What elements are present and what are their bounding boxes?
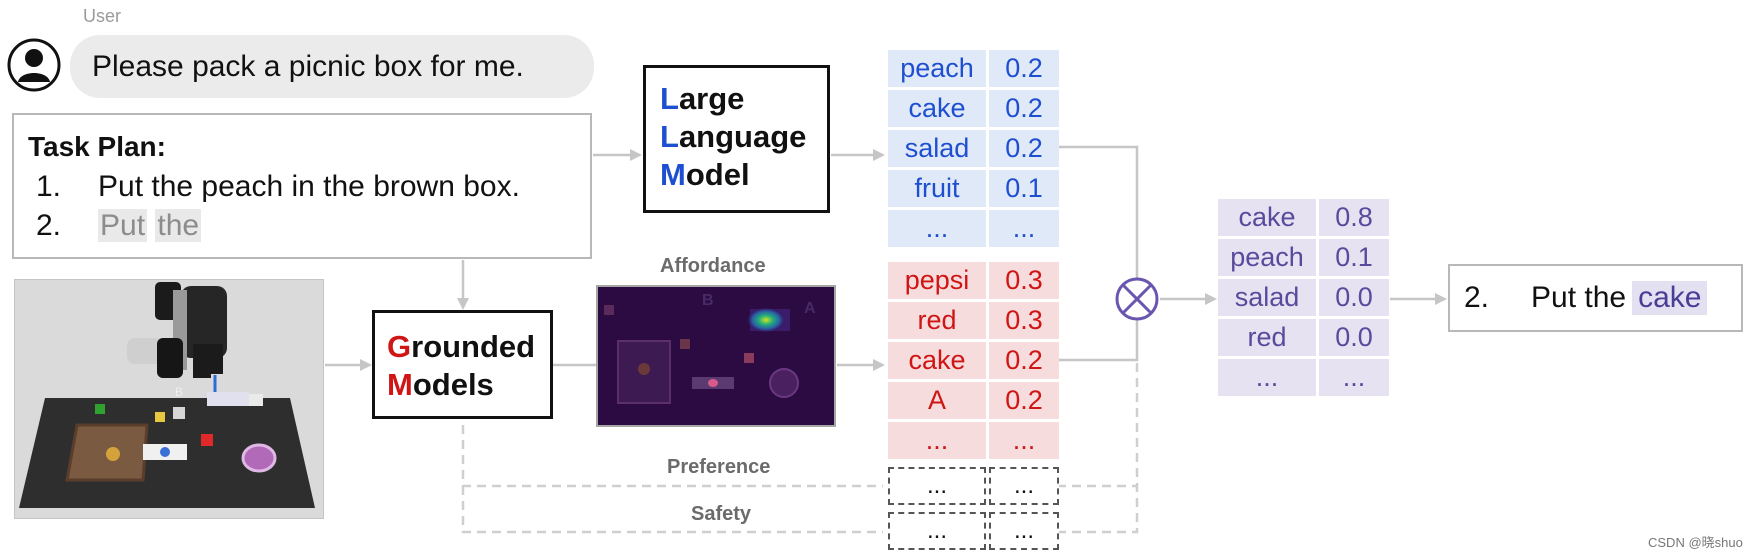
combined-table-row-label: ... — [1218, 359, 1316, 396]
user-label: User — [83, 6, 122, 26]
llm-table-row-label: ... — [888, 210, 986, 247]
llm-line-1: Large — [660, 81, 745, 116]
task-plan-title: Task Plan: — [28, 131, 166, 162]
llm-table-row-score: 0.2 — [989, 50, 1059, 87]
grounded-table-row-label: red — [888, 302, 986, 339]
safety-table-cell: ... — [989, 512, 1059, 550]
output-selected-word: cake — [1632, 281, 1708, 315]
grounded-table-row-score: ... — [989, 422, 1059, 459]
robot-scene-image: B — [14, 279, 324, 519]
grounded-table-row-label: ... — [888, 422, 986, 459]
llm-table-row-label: fruit — [888, 170, 986, 207]
combined-table-row-label: peach — [1218, 239, 1316, 276]
watermark: CSDN @晓shuo — [1648, 535, 1743, 550]
llm-table-row-score: 0.2 — [989, 130, 1059, 167]
output-step-box: 2. Put the cake — [1448, 264, 1743, 332]
dashed-line-safety-out — [1057, 360, 1139, 534]
safety-table-cell: ... — [888, 512, 986, 550]
grounded-table-row-label: A — [888, 382, 986, 419]
grounded-table-row-label: cake — [888, 342, 986, 379]
grounded-models-box: Grounded Models — [372, 310, 553, 419]
affordance-heatmap-drawing: B A — [598, 287, 834, 425]
grounded-table-row-label: pepsi — [888, 262, 986, 299]
task-step-2-word-1: Put — [98, 209, 148, 242]
affordance-title: Affordance — [660, 255, 766, 277]
task-plan-box: Task Plan: 1. Put the peach in the brown… — [12, 113, 592, 259]
combined-table-row-label: salad — [1218, 279, 1316, 316]
multiply-icon — [1115, 277, 1159, 321]
affordance-heatmap: B A — [596, 285, 836, 427]
user-avatar-icon — [7, 38, 61, 92]
llm-table-row-score: ... — [989, 210, 1059, 247]
grounded-line-2: Models — [387, 367, 494, 402]
preference-label: Preference — [667, 456, 771, 478]
llm-box: Large Language Model — [643, 65, 830, 213]
combined-table-row-score: 0.1 — [1319, 239, 1389, 276]
llm-table-row-label: salad — [888, 130, 986, 167]
task-step-2-partial: Put the — [98, 209, 202, 243]
llm-table-row-label: peach — [888, 50, 986, 87]
llm-table-row-label: cake — [888, 90, 986, 127]
line-grounded-to-combine — [1057, 320, 1139, 362]
user-message-text: Please pack a picnic box for me. — [92, 49, 524, 83]
output-step-num: 2. — [1464, 281, 1490, 314]
task-step-1-text: Put the peach in the brown box. — [98, 170, 520, 203]
output-step-text: Put the — [1531, 281, 1627, 314]
line-llm-to-combine — [1057, 145, 1139, 278]
llm-table-row-score: 0.1 — [989, 170, 1059, 207]
grounded-table-row-score: 0.2 — [989, 382, 1059, 419]
preference-table-cell: ... — [888, 467, 986, 505]
affordance-letter-b: B — [702, 292, 714, 309]
llm-line-2: Language — [660, 119, 807, 154]
combined-table-row-score: 0.8 — [1319, 199, 1389, 236]
task-step-1-num: 1. — [36, 170, 62, 203]
grounded-table-row-score: 0.2 — [989, 342, 1059, 379]
grounded-line-1: Grounded — [387, 329, 536, 364]
combined-table-row-label: cake — [1218, 199, 1316, 236]
affordance-letter-a: A — [804, 300, 816, 317]
grounded-table-row-score: 0.3 — [989, 262, 1059, 299]
scene-block-letter: B — [175, 385, 183, 399]
robot-scene-drawing: B — [15, 280, 323, 518]
grounded-table-row-score: 0.3 — [989, 302, 1059, 339]
combined-table-row-score: 0.0 — [1319, 279, 1389, 316]
llm-line-3: Model — [660, 157, 750, 192]
task-step-2-word-2: the — [155, 209, 202, 242]
safety-label: Safety — [691, 503, 752, 525]
combined-table-row-label: red — [1218, 319, 1316, 356]
llm-table-row-score: 0.2 — [989, 90, 1059, 127]
combined-table-row-score: 0.0 — [1319, 319, 1389, 356]
preference-table-cell: ... — [989, 467, 1059, 505]
dashed-line-safety — [461, 486, 883, 534]
combined-table-row-score: ... — [1319, 359, 1389, 396]
user-message-bubble: Please pack a picnic box for me. — [70, 35, 594, 98]
task-step-2-num: 2. — [36, 209, 62, 242]
